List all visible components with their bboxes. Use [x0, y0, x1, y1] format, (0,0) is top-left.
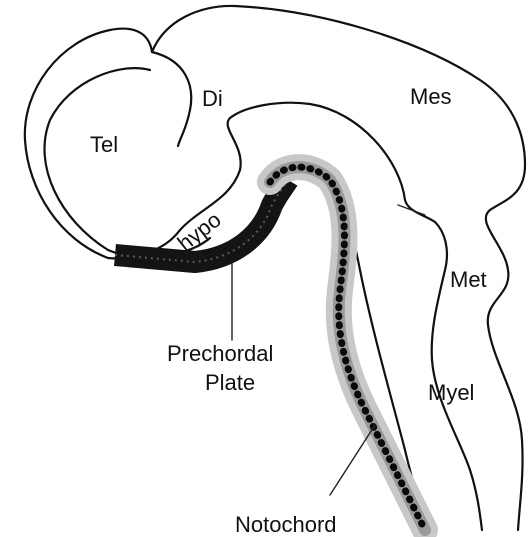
- label-myel: Myel: [428, 380, 474, 405]
- label-prechordal: Prechordal: [167, 341, 273, 366]
- label-di: Di: [202, 86, 223, 111]
- notochord-core: [270, 167, 425, 530]
- label-notochord: Notochord: [235, 512, 337, 537]
- label-plate: Plate: [205, 370, 255, 395]
- label-tel: Tel: [90, 132, 118, 157]
- met-boundary-line: [398, 205, 425, 215]
- telencephalon-outline: [152, 52, 191, 146]
- notochord-leader-line: [330, 425, 375, 495]
- label-mes: Mes: [410, 84, 452, 109]
- label-met: Met: [450, 267, 487, 292]
